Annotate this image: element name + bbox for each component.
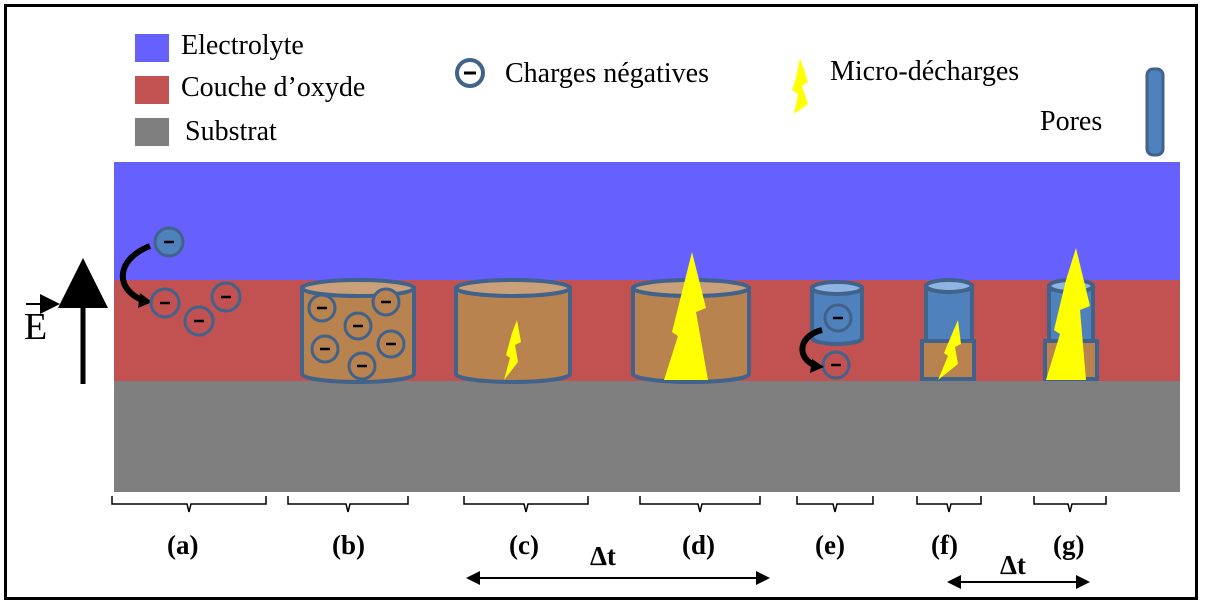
stage-d-illustration bbox=[631, 252, 751, 384]
charge bbox=[821, 350, 851, 380]
charge bbox=[823, 303, 853, 333]
bracket-g bbox=[1033, 496, 1107, 513]
bracket-f bbox=[916, 496, 982, 513]
legend-swatch-substrate bbox=[135, 118, 169, 146]
legend-swatch-electrolyte bbox=[135, 34, 169, 62]
stage-label-d: (d) bbox=[682, 530, 715, 560]
legend-label-micro-discharges: Micro-décharges bbox=[830, 56, 1020, 87]
stage-g-illustration bbox=[1043, 248, 1099, 381]
bracket-e bbox=[796, 496, 874, 513]
micro-discharge bbox=[938, 320, 961, 380]
stage-a-illustration bbox=[120, 226, 242, 337]
bracket-d bbox=[639, 496, 761, 513]
charge bbox=[343, 311, 373, 341]
bracket-a bbox=[111, 496, 267, 513]
stage-label-f: (f) bbox=[931, 530, 958, 560]
stage-label-e: (e) bbox=[815, 530, 845, 560]
electrolyte-layer bbox=[114, 162, 1180, 280]
interval-arrow-2 bbox=[947, 575, 1090, 589]
stage-label-c: (c) bbox=[509, 530, 539, 560]
stage-label-a: (a) bbox=[167, 530, 199, 560]
micro-discharge bbox=[664, 252, 708, 380]
stage-c-illustration bbox=[454, 278, 572, 384]
legend-swatch-oxide bbox=[135, 76, 169, 104]
interval-arrow-1 bbox=[466, 571, 770, 585]
charge bbox=[149, 287, 181, 319]
charge bbox=[153, 226, 185, 258]
interval-label-2: Δt bbox=[1000, 550, 1026, 580]
legend-lightning-icon bbox=[792, 58, 808, 114]
stage-b-illustration bbox=[300, 278, 416, 384]
micro-discharge bbox=[1046, 248, 1090, 380]
legend-label-oxide: Couche d’oxyde bbox=[181, 72, 366, 103]
stage-f-illustration bbox=[920, 278, 976, 381]
stage-e-illustration bbox=[799, 280, 864, 380]
stage-label-b: (b) bbox=[332, 530, 365, 560]
charge bbox=[347, 351, 377, 381]
bracket-c bbox=[463, 496, 589, 513]
legend-pore-icon bbox=[1145, 67, 1165, 157]
field-label: E bbox=[24, 306, 48, 348]
charge bbox=[183, 305, 215, 337]
stage-brackets bbox=[111, 496, 1107, 513]
charge bbox=[376, 329, 406, 359]
substrate-layer bbox=[114, 381, 1180, 492]
bracket-b bbox=[287, 496, 409, 513]
legend-label-charges: Charges négatives bbox=[505, 58, 709, 89]
micro-discharge bbox=[504, 320, 521, 380]
charge bbox=[210, 281, 242, 313]
legend-charge-icon bbox=[455, 58, 485, 88]
legend-label-substrate: Substrat bbox=[185, 116, 277, 147]
charge bbox=[371, 287, 401, 317]
diagram-frame bbox=[4, 4, 1198, 600]
interval-label-1: Δt bbox=[590, 541, 616, 571]
charge bbox=[310, 334, 340, 364]
legend-label-electrolyte: Electrolyte bbox=[181, 30, 304, 61]
charge bbox=[307, 293, 337, 323]
legend-label-pores: Pores bbox=[1040, 106, 1103, 137]
stage-label-g: (g) bbox=[1053, 530, 1085, 560]
